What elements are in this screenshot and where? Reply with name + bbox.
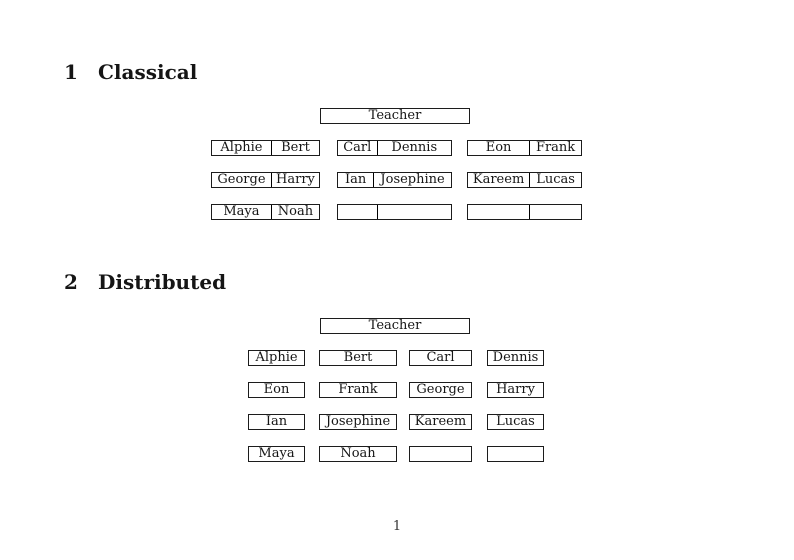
desk-empty bbox=[467, 204, 582, 220]
seat-name: Alphie bbox=[255, 350, 298, 365]
seat-frank: Frank bbox=[319, 382, 397, 398]
section-number: 1 bbox=[64, 60, 78, 84]
seat-name: Harry bbox=[496, 382, 535, 397]
desk-alphie-bert: Alphie Bert bbox=[211, 140, 320, 156]
desk-maya-noah: Maya Noah bbox=[211, 204, 320, 220]
seat-george: George bbox=[409, 382, 472, 398]
section-heading-classical: 1 Classical bbox=[64, 60, 197, 84]
seat-josephine: Josephine bbox=[319, 414, 397, 430]
seat-name: Maya bbox=[258, 446, 295, 461]
teacher-box-distributed: Teacher bbox=[320, 318, 470, 334]
seat-name: Josephine bbox=[325, 414, 391, 429]
seat-name: Josephine bbox=[380, 173, 445, 187]
seat-lucas: Lucas bbox=[487, 414, 544, 430]
seat-name: Maya bbox=[212, 205, 272, 219]
seat-name: Carl bbox=[338, 141, 378, 155]
seat-name: Noah bbox=[277, 205, 314, 219]
seat-name: Harry bbox=[276, 173, 315, 187]
seat-carl: Carl bbox=[409, 350, 472, 366]
seat-noah: Noah bbox=[319, 446, 397, 462]
seat-name: Dennis bbox=[391, 141, 438, 155]
seat-alphie: Alphie bbox=[248, 350, 305, 366]
seat-name: George bbox=[212, 173, 272, 187]
section-title: Distributed bbox=[98, 270, 227, 294]
seat-empty bbox=[487, 446, 544, 462]
desk-ian-josephine: Ian Josephine bbox=[337, 172, 452, 188]
section-title: Classical bbox=[98, 60, 198, 84]
page-number: 1 bbox=[392, 519, 402, 534]
seat-name bbox=[530, 205, 581, 219]
seat-name: Lucas bbox=[496, 414, 535, 429]
seat-maya: Maya bbox=[248, 446, 305, 462]
seat-eon: Eon bbox=[248, 382, 305, 398]
seat-name: Kareem bbox=[468, 173, 531, 187]
desk-george-harry: George Harry bbox=[211, 172, 320, 188]
seat-harry: Harry bbox=[487, 382, 544, 398]
teacher-label: Teacher bbox=[368, 318, 422, 333]
seat-name: Ian bbox=[265, 414, 288, 429]
seat-name: Dennis bbox=[492, 350, 539, 365]
teacher-box-classical: Teacher bbox=[320, 108, 470, 124]
seat-name: Noah bbox=[340, 446, 376, 461]
seat-name: Alphie bbox=[212, 141, 272, 155]
seat-name: George bbox=[416, 382, 465, 397]
desk-empty bbox=[337, 204, 452, 220]
seat-name: Ian bbox=[338, 173, 375, 187]
seat-name bbox=[338, 205, 378, 219]
desk-kareem-lucas: Kareem Lucas bbox=[467, 172, 582, 188]
seat-name: Bert bbox=[343, 350, 373, 365]
desk-carl-dennis: Carl Dennis bbox=[337, 140, 452, 156]
seat-name: Carl bbox=[426, 350, 455, 365]
seat-name: Lucas bbox=[536, 173, 575, 187]
seat-empty bbox=[409, 446, 472, 462]
seat-name: Eon bbox=[468, 141, 531, 155]
section-number: 2 bbox=[64, 270, 78, 294]
seat-name: Bert bbox=[281, 141, 310, 155]
seat-name: Eon bbox=[263, 382, 290, 397]
seat-kareem: Kareem bbox=[409, 414, 472, 430]
seat-ian: Ian bbox=[248, 414, 305, 430]
seat-dennis: Dennis bbox=[487, 350, 544, 366]
seat-name: Kareem bbox=[414, 414, 467, 429]
seat-name bbox=[468, 205, 531, 219]
desk-eon-frank: Eon Frank bbox=[467, 140, 582, 156]
seat-bert: Bert bbox=[319, 350, 397, 366]
seat-name bbox=[378, 205, 451, 219]
section-heading-distributed: 2 Distributed bbox=[64, 270, 226, 294]
teacher-label: Teacher bbox=[368, 108, 422, 123]
seat-name: Frank bbox=[535, 141, 576, 155]
seat-name: Frank bbox=[338, 382, 378, 397]
